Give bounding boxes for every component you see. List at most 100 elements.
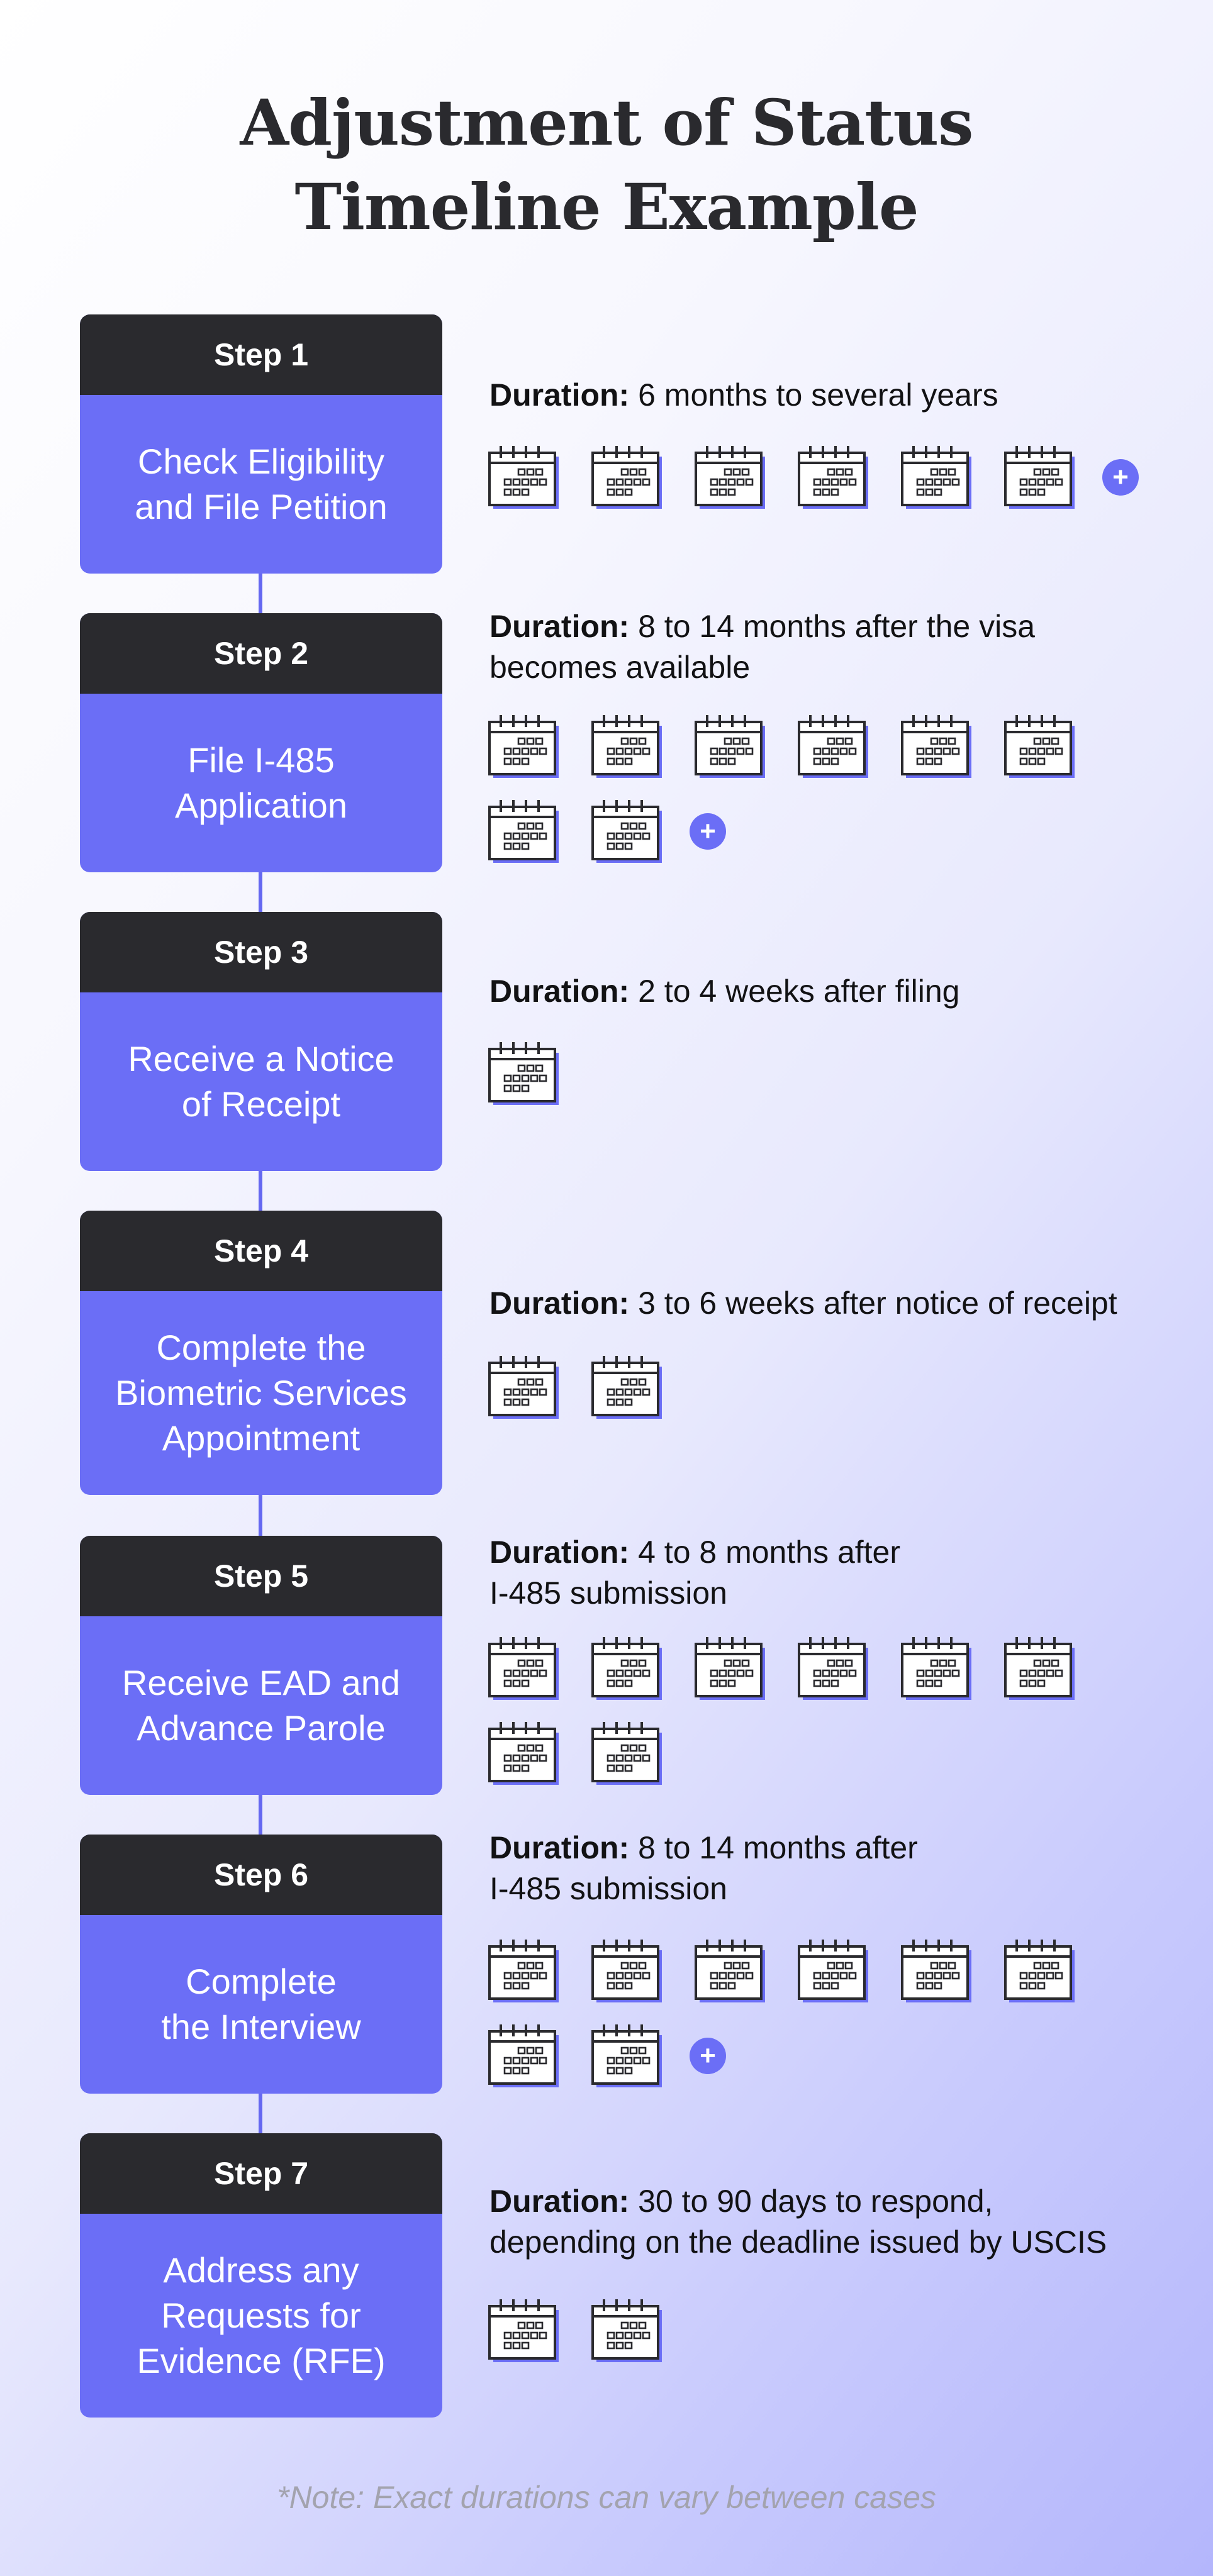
duration-text: 30 to 90 days to respond, xyxy=(638,2184,993,2219)
timeline-connector xyxy=(259,1795,262,1835)
calendar-icon xyxy=(695,715,765,778)
calendar-icon xyxy=(591,1356,662,1419)
calendar-icon xyxy=(591,2024,662,2087)
step-title-line: Advance Parole xyxy=(137,1708,386,1748)
calendar-icon xyxy=(488,1356,559,1419)
timeline-connector xyxy=(259,1171,262,1211)
timeline-connector xyxy=(259,1495,262,1536)
calendar-row xyxy=(488,1635,1076,1701)
calendar-icon xyxy=(488,715,559,778)
calendar-icon xyxy=(798,1940,868,2002)
duration-label: Duration: xyxy=(489,1285,630,1321)
step-title-line: File I-485 xyxy=(187,740,335,780)
step-title-line: Application xyxy=(175,786,347,825)
title-line-2: Timeline Example xyxy=(294,170,919,244)
calendar-icon xyxy=(901,1637,971,1700)
calendar-icon xyxy=(695,446,765,509)
calendar-icon xyxy=(901,446,971,509)
step-title-line: Requests for xyxy=(161,2296,361,2335)
calendar-icon xyxy=(591,1722,662,1785)
step-header: Step 4 xyxy=(80,1211,442,1291)
step-title-line: of Receipt xyxy=(181,1084,341,1124)
duration-text: 3 to 6 weeks after notice of receipt xyxy=(638,1285,1117,1321)
step-title-line: the Interview xyxy=(161,2007,361,2046)
duration-text: I-485 submission xyxy=(489,1575,727,1611)
duration-text: becomes available xyxy=(489,650,751,685)
duration-label: Duration: xyxy=(489,974,630,1009)
duration-label: Duration: xyxy=(489,377,630,413)
duration-label: Duration: xyxy=(489,2184,630,2219)
calendar-icon xyxy=(488,1042,559,1105)
calendar-icon xyxy=(1004,1940,1075,2002)
step-duration: Duration: 2 to 4 weeks after filing xyxy=(489,971,1182,1012)
calendar-icon xyxy=(488,1722,559,1785)
step-title-line: Complete the xyxy=(156,1328,366,1367)
plus-icon: + xyxy=(690,813,726,850)
calendar-row: + xyxy=(488,798,726,864)
step-title-line: Receive a Notice xyxy=(128,1039,394,1079)
footnote: *Note: Exact durations can vary between … xyxy=(277,2480,936,2515)
timeline-connector xyxy=(259,2094,262,2133)
calendar-icon xyxy=(901,715,971,778)
step-title-line: Check Eligibility xyxy=(137,441,385,481)
step-title-line: Appointment xyxy=(162,1418,361,1458)
calendar-icon xyxy=(488,2024,559,2087)
calendar-icon xyxy=(798,715,868,778)
calendar-icon xyxy=(591,1940,662,2002)
duration-label: Duration: xyxy=(489,1535,630,1570)
calendar-row xyxy=(488,2297,664,2363)
step-title-line: and File Petition xyxy=(135,487,388,526)
step-title: Check Eligibility and File Petition xyxy=(80,395,442,574)
title-line-1: Adjustment of Status xyxy=(240,86,974,160)
calendar-icon xyxy=(488,2299,559,2362)
calendar-icon xyxy=(1004,446,1075,509)
step-title-line: Complete xyxy=(186,1962,337,2001)
step-header: Step 1 xyxy=(80,314,442,395)
step-duration: Duration: 30 to 90 days to respond, depen… xyxy=(489,2181,1182,2263)
calendar-icon xyxy=(591,800,662,863)
step-card-1: Step 1 Check Eligibility and File Petition xyxy=(80,314,442,574)
step-duration: Duration: 3 to 6 weeks after notice of r… xyxy=(489,1283,1182,1324)
duration-text: I-485 submission xyxy=(489,1871,727,1906)
step-title: Complete the Interview xyxy=(80,1915,442,2094)
step-title-line: Evidence (RFE) xyxy=(137,2341,386,2380)
duration-text: 8 to 14 months after xyxy=(638,1830,918,1865)
calendar-row xyxy=(488,713,1076,779)
step-title: Receive a Notice of Receipt xyxy=(80,992,442,1171)
step-header: Step 3 xyxy=(80,912,442,992)
calendar-icon xyxy=(798,446,868,509)
calendar-row: + xyxy=(488,444,1139,510)
duration-text: depending on the deadline issued by USCI… xyxy=(489,2224,1107,2260)
step-title-line: Receive EAD and xyxy=(121,1663,400,1702)
step-header: Step 7 xyxy=(80,2133,442,2214)
duration-label: Duration: xyxy=(489,1830,630,1865)
calendar-icon xyxy=(591,715,662,778)
calendar-icon xyxy=(695,1637,765,1700)
calendar-icon xyxy=(901,1940,971,2002)
calendar-icon xyxy=(488,446,559,509)
step-card-6: Step 6 Complete the Interview xyxy=(80,1835,442,2094)
timeline-connector xyxy=(259,872,262,912)
timeline-connector xyxy=(259,574,262,613)
step-header: Step 6 xyxy=(80,1835,442,1915)
duration-text: 8 to 14 months after the visa xyxy=(638,609,1036,644)
calendar-icon xyxy=(488,1637,559,1700)
calendar-row xyxy=(488,1354,664,1420)
calendar-icon xyxy=(591,1637,662,1700)
step-header: Step 5 xyxy=(80,1536,442,1616)
calendar-icon xyxy=(488,800,559,863)
page-title: Adjustment of Status Timeline Example xyxy=(0,80,1213,249)
calendar-icon xyxy=(798,1637,868,1700)
calendar-row xyxy=(488,1720,664,1786)
calendar-icon xyxy=(488,1940,559,2002)
